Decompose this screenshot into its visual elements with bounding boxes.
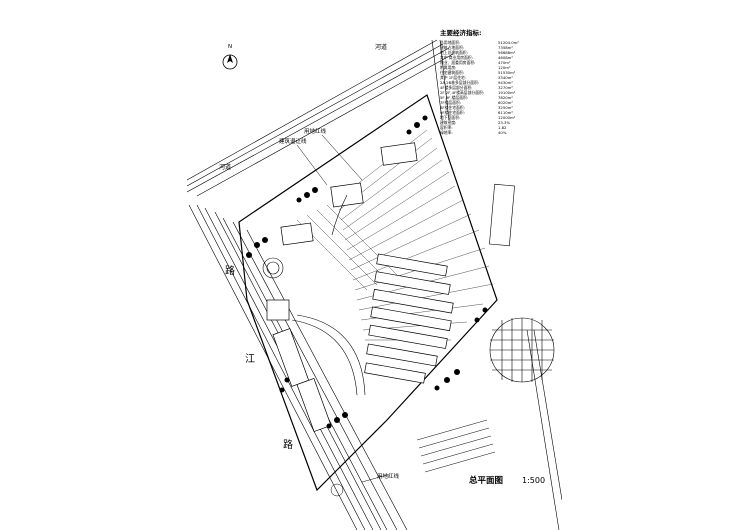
index-row: 7F楼层面积: 6020m² [440, 100, 519, 105]
index-row: 4F楼多层部分面积: 3270m² [440, 85, 519, 90]
index-row-value: 3270m² [498, 85, 513, 90]
index-row-label: 绿地率: [440, 130, 453, 135]
north-label: N [228, 44, 233, 50]
index-row-label: 4F楼多层部分面积: [440, 85, 473, 90]
index-row-value: 19100m² [498, 90, 516, 95]
index-row: 地下室面积: 12000m² [440, 115, 519, 120]
index-row: 2F,2F,4F楼高层部分面积: 19100m² [440, 90, 519, 95]
river-left-label: 河道 [219, 164, 232, 171]
roundabout-icon [489, 317, 555, 383]
index-row-value: 56688m² [498, 50, 516, 55]
east-road [431, 39, 562, 530]
index-row-value: 470m² [498, 60, 511, 65]
index-row-label: 2F,2F,4F楼高层部分面积: [440, 90, 485, 95]
index-row-label: 建筑占地面积: [440, 45, 465, 50]
index-row-label: 5F,6F,楼层面积: [440, 95, 469, 100]
index-row: 8F楼住宅面积: 3250m² [440, 105, 519, 110]
site-boundary [238, 94, 498, 492]
index-row-label: 建筑密度: [440, 120, 457, 125]
index-row: 2A,2B栋多层部分面积: 9430m² [440, 80, 519, 85]
plan-title: 总平面图 [469, 476, 504, 486]
index-row: 附属用房: 120m² [440, 65, 519, 70]
index-row-label: 2A,2B栋多层部分面积: [440, 80, 480, 85]
index-row-label: 7F楼层面积: [440, 100, 462, 105]
index-row: 住宅建筑面积: 51530m² [440, 70, 519, 75]
index-row-label: 地上总建筑面积: [440, 50, 468, 55]
index-row-value: 120m² [498, 65, 511, 70]
index-row-label: 其中 商业用房面积: [440, 55, 473, 60]
index-row: 地上总建筑面积: 56688m² [440, 50, 519, 55]
index-row-value: 3340m² [498, 75, 513, 80]
index-row-label: 总用地面积: [440, 40, 461, 45]
index-row-value: 7820m² [498, 95, 513, 100]
index-row-label: 附属用房: [440, 65, 457, 70]
landscape-hatch [296, 129, 494, 361]
index-row-label: 8F楼住宅面积: [440, 105, 465, 110]
index-row-value: 51530m² [498, 70, 516, 75]
index-table-title: 主要经济指标: [440, 29, 482, 37]
index-row-value: 6110m² [498, 110, 513, 115]
building-line-label: 建筑退让线 [279, 139, 307, 145]
index-row-value: 9430m² [498, 80, 513, 85]
plan-scale: 1:500 [522, 476, 546, 485]
index-row: 绿地率: 40% [440, 130, 519, 135]
index-row-label: 住宅建筑面积: [440, 70, 465, 75]
index-row-value: 1.82 [498, 125, 507, 130]
index-row: 其中 1F层住宅: 3340m² [440, 75, 519, 80]
road-label-2: 江 [245, 354, 257, 365]
site-plan-drawing [187, 39, 562, 530]
redline-bottom-label: 用地红线 [377, 474, 400, 480]
redline-label: 用地红线 [304, 129, 327, 135]
index-row: 建筑密度: 23.3% [440, 120, 519, 125]
index-row-value: 23.3% [498, 120, 511, 125]
index-row-value: 6020m² [498, 100, 513, 105]
index-row-label: 物业、居委用房面积: [440, 60, 476, 65]
south-gate [330, 419, 496, 497]
index-row: 其中 商业用房面积: 4608m² [440, 55, 519, 60]
north-arrow-icon [222, 54, 238, 70]
index-row: 5F,6F,楼层面积: 7820m² [440, 95, 519, 100]
index-rows: 总用地面积: 51204.0m² 建筑占地面积: 7358m² 地上总建筑面积: 5668… [440, 40, 519, 135]
index-row-value: 12000m² [498, 115, 516, 120]
index-row: 总用地面积: 51204.0m² [440, 40, 519, 45]
river-band [187, 39, 454, 197]
plaza-arcs [262, 194, 366, 396]
river-top-label: 河道 [375, 44, 388, 51]
index-row: 物业、居委用房面积: 470m² [440, 60, 519, 65]
road-label-1: 路 [225, 266, 237, 277]
index-row-value: 40% [498, 130, 507, 135]
index-row: 容积率: 1.82 [440, 125, 519, 130]
leader-lines [296, 134, 388, 483]
index-row-label: 地下室面积: [440, 115, 461, 120]
index-row-value: 7358m² [498, 45, 513, 50]
index-row: 9F楼住宅面积: 6110m² [440, 110, 519, 115]
index-row-value: 4608m² [498, 55, 513, 60]
index-row-label: 其中 1F层住宅: [440, 75, 467, 80]
index-row-label: 9F楼住宅面积: [440, 110, 465, 115]
tree-clusters [246, 115, 488, 429]
index-row: 建筑占地面积: 7358m² [440, 45, 519, 50]
index-row-value: 51204.0m² [498, 40, 519, 45]
index-row-label: 容积率: [440, 125, 453, 130]
road-label-3: 路 [283, 440, 295, 451]
building-blocks [266, 142, 454, 433]
drawing-sheet: N 河道 河道 路 江 路 用地红线 建筑退让线 用地红线 主要经济指标: 总用… [187, 0, 562, 530]
index-row-value: 3250m² [498, 105, 513, 110]
